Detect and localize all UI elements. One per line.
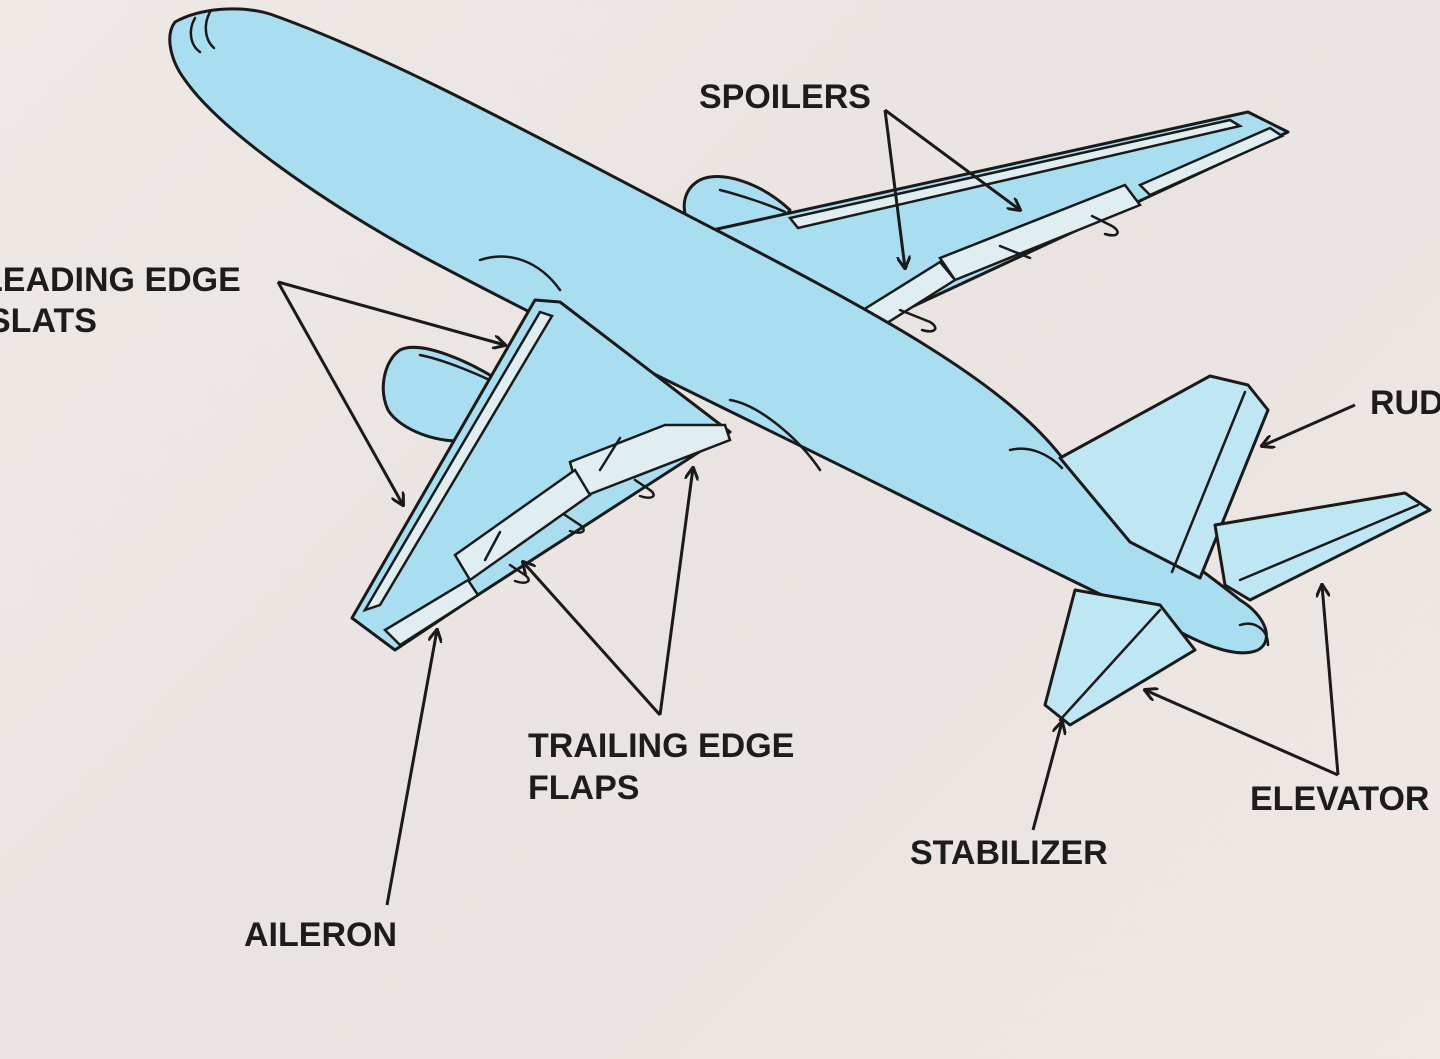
- far-stabilizer: [1213, 491, 1432, 602]
- label-spoilers: SPOILERS: [699, 78, 871, 116]
- label-trailing-edge-line1: TRAILING EDGE: [528, 727, 795, 765]
- label-aileron: AILERON: [244, 916, 397, 954]
- label-trailing-edge-line2: FLAPS: [528, 769, 640, 807]
- label-stabilizer: STABILIZER: [910, 834, 1108, 872]
- label-rudder: RUD: [1370, 384, 1440, 422]
- near-stabilizer: [1043, 588, 1197, 727]
- label-leading-edge-line2: SLATS: [0, 302, 97, 340]
- near-wing: [350, 298, 732, 652]
- fuselage: [168, 7, 1270, 655]
- label-leading-edge-line1: LEADING EDGE: [0, 261, 241, 299]
- annotation-arrows: [276, 108, 1356, 906]
- label-elevator: ELEVATOR: [1250, 780, 1430, 818]
